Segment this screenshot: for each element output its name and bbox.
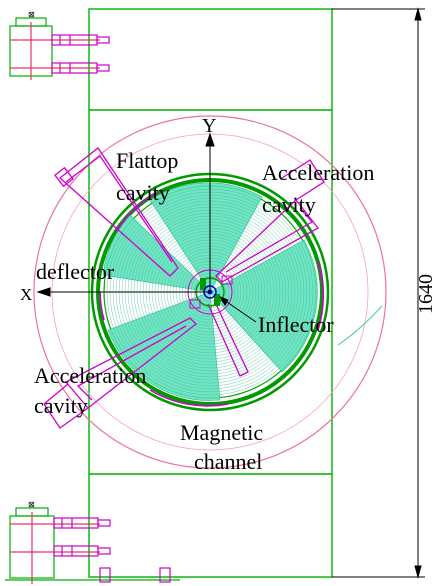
x-axis-label: X [20,285,32,304]
accel-cavity-top-label-2: cavity [262,192,316,217]
extraction-line [337,305,383,346]
magnetic-channel-label-2: channel [194,449,262,474]
top-left-component: ⊠ [9,10,110,80]
deflector-label: deflector [36,259,115,284]
accel-cavity-bottom-label-2: cavity [34,393,88,418]
accel-cavity-top-label-1: Acceleration [262,160,374,185]
flattop-cavity-label-2: cavity [116,180,170,205]
flattop-cavity-label-1: Flattop [116,148,178,173]
inflector-label: Inflector [258,312,334,337]
outer-pink-circle [33,115,387,469]
svg-text:⊠: ⊠ [28,500,35,509]
dimension-label: 1640 [415,274,434,314]
y-axis-label: Y [202,115,216,137]
accel-cavity-bottom-label-1: Acceleration [34,363,146,388]
bottom-left-component: ⊠ [5,500,180,584]
magnetic-channel-label-1: Magnetic [180,420,263,445]
outer-frame [88,8,333,578]
coordinate-axes [36,132,257,323]
dimension-line [332,7,425,579]
svg-text:⊠: ⊠ [28,10,35,19]
